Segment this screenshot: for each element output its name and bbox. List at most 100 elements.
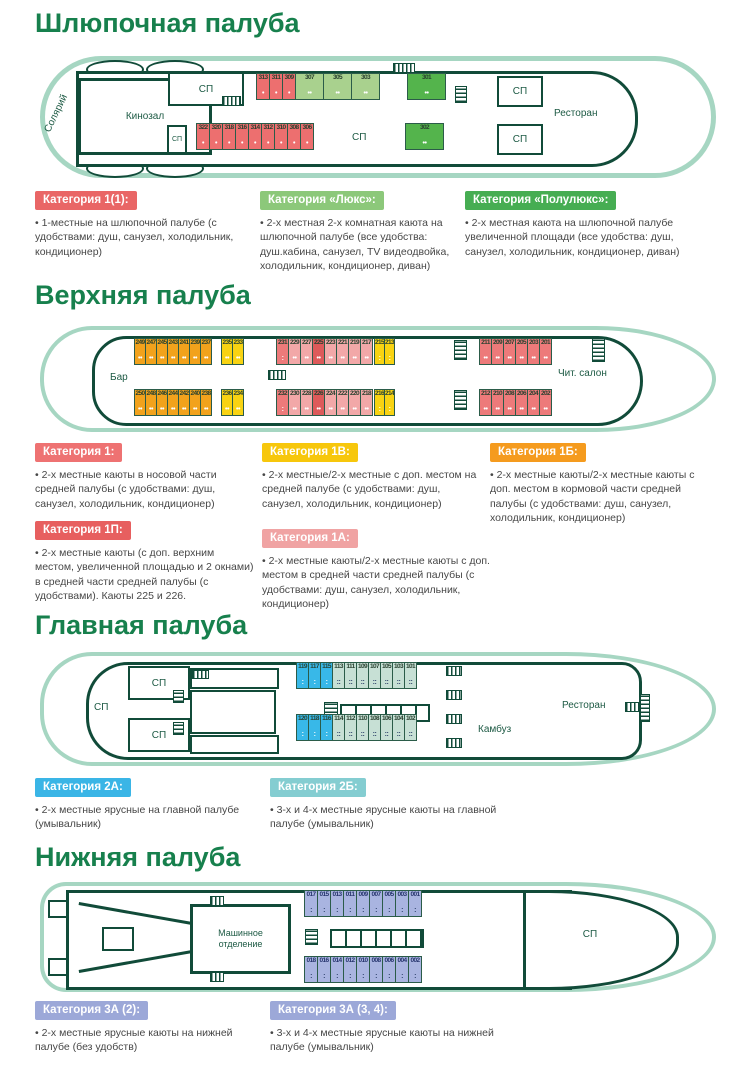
berth-icon: :: — [372, 679, 377, 686]
berth-icon: • — [288, 90, 290, 97]
deck-title-main: Главная палуба — [35, 610, 248, 640]
stairs-icon — [305, 929, 318, 945]
cabin-row-top: 313•311•309•307••305••303••301•• — [256, 73, 446, 100]
berth-icon: : — [388, 907, 390, 914]
cabin-number: 012 — [345, 957, 355, 964]
berth-icon: •• — [182, 406, 186, 413]
berth-icon: •• — [519, 406, 524, 413]
cabin-number: 117 — [310, 663, 319, 670]
cabin-004: 004: — [395, 956, 409, 983]
stern-room — [102, 927, 134, 951]
category-description: • 2-х местные ярусные каюты на нижней па… — [35, 1027, 233, 1054]
berth-icon: :: — [384, 679, 389, 686]
berth-icon: : — [362, 907, 364, 914]
cabin-305: 305•• — [323, 73, 352, 100]
deckhouse-room — [190, 690, 276, 734]
cabin-number: 231 — [277, 339, 288, 346]
deck-title-lower: Нижняя палуба — [35, 842, 241, 872]
room-restaurant-label: Ресторан — [562, 700, 606, 711]
berth-icon: : — [414, 907, 416, 914]
berth-icon: •• — [316, 406, 321, 413]
room-engine: Машинное отделение — [190, 904, 291, 974]
cabin-number: 001 — [410, 891, 420, 898]
cabin-307: 307•• — [295, 73, 324, 100]
category-description: • 2-х местные каюты в носовой части сред… — [35, 469, 217, 510]
legend-category-1p: Категория 1П: • 2-х местные каюты (с доп… — [35, 520, 255, 604]
cabin-number: 247 — [146, 339, 156, 346]
stairs-icon — [268, 370, 286, 380]
cabin-number: 011 — [345, 891, 355, 898]
berth-icon: •• — [352, 406, 357, 413]
cabin-row-top: 249••247••245••243••241••239••237••235••… — [134, 338, 552, 365]
cabin-205: 205•• — [515, 338, 528, 365]
cabin-009: 009: — [356, 890, 370, 917]
legend-category-1a: Категория 1А: • 2-х местные каюты/2-х ме… — [262, 528, 492, 612]
cabin-010: 010: — [356, 956, 370, 983]
legend-category-1-1: Категория 1(1): • 1-местные на шлюпочной… — [35, 190, 250, 259]
berth-icon: •• — [519, 355, 524, 362]
berth-icon: •• — [328, 406, 333, 413]
boat-deck-diagram: Солярий Кинозал СП 313•311•309•307••305•… — [40, 56, 716, 178]
cabin-302: 302•• — [405, 123, 444, 150]
cabin-001: 001: — [408, 890, 422, 917]
berth-icon: • — [241, 140, 243, 147]
cabin-number: 104 — [393, 715, 404, 722]
berth-icon: •• — [204, 406, 208, 413]
cabin-003: 003: — [395, 890, 409, 917]
cabin-number: 207 — [504, 339, 515, 346]
cabin-number: 242 — [179, 390, 189, 397]
berth-icon: •• — [225, 406, 229, 413]
cabin-219: 219•• — [348, 338, 361, 365]
deck-title-boat: Шлюпочная палуба — [35, 8, 300, 38]
cabin-number: 013 — [332, 891, 342, 898]
stairs-icon — [173, 722, 184, 735]
cabin-number: 204 — [528, 390, 539, 397]
berth-icon: : — [375, 907, 377, 914]
cabin-322: 322• — [196, 123, 210, 150]
stairs-icon — [625, 702, 639, 712]
berth-icon: •• — [193, 355, 197, 362]
cabin-number: 105 — [381, 663, 392, 670]
cabin-number: 215 — [374, 339, 385, 346]
berth-icon: •• — [422, 140, 427, 147]
cabin-006: 006: — [382, 956, 396, 983]
cabin-301: 301•• — [407, 73, 446, 100]
cabin-number: 010 — [358, 957, 368, 964]
room-sp-forward-top: СП — [497, 76, 543, 107]
berth-icon: : — [281, 355, 284, 362]
cabin-008: 008: — [369, 956, 383, 983]
cabin-number: 225 — [313, 339, 324, 346]
cabin-number: 239 — [190, 339, 200, 346]
cabin-number: 245 — [157, 339, 167, 346]
cabin-303: 303•• — [351, 73, 380, 100]
berth-icon: :: — [408, 731, 413, 738]
berth-icon: •• — [236, 355, 240, 362]
berth-icon: •• — [340, 355, 345, 362]
cabin-row-bottom: 018:016:014:012:010:008:006:004:002: — [304, 956, 422, 983]
cabin-234: 234•• — [232, 389, 244, 416]
cabin-number: 119 — [298, 663, 307, 670]
cabin-313: 313• — [256, 73, 270, 100]
cabin-202: 202•• — [539, 389, 552, 416]
cabin-number: 250 — [135, 390, 145, 397]
cabin-number: 211 — [481, 339, 490, 346]
cabin-row-top: 017:015:013:011:009:007:005:003:001: — [304, 890, 422, 917]
cabin-row-bottom: 250••248••246••244••242••240••238••236••… — [134, 389, 552, 416]
cabin-235: 235•• — [221, 338, 233, 365]
upper-deck-diagram: Бар 249••247••245••243••241••239••237••2… — [40, 326, 716, 432]
berth-icon: : — [388, 973, 390, 980]
legend-category-3a-34: Категория 3А (3, 4): • 3-х и 4-х местные… — [270, 1000, 500, 1055]
category-badge: Категория 2Б: — [270, 778, 366, 797]
cabin-017: 017: — [304, 890, 318, 917]
stairs-icon — [210, 972, 224, 982]
cabin-number: 014 — [332, 957, 342, 964]
category-description: • 2-х местные каюты/2-х местные каюты с … — [490, 469, 695, 525]
berth-icon: • — [293, 140, 295, 147]
cabin-214: 214: — [384, 389, 395, 416]
cabin-number: 113 — [334, 663, 343, 670]
cabin-number: 226 — [313, 390, 324, 397]
stairs-icon — [455, 86, 467, 103]
berth-icon: : — [378, 406, 381, 413]
cabin-row-bottom: 322•320•318•316•314•312•310•308•306•302•… — [196, 123, 444, 150]
cabin-320: 320• — [209, 123, 223, 150]
